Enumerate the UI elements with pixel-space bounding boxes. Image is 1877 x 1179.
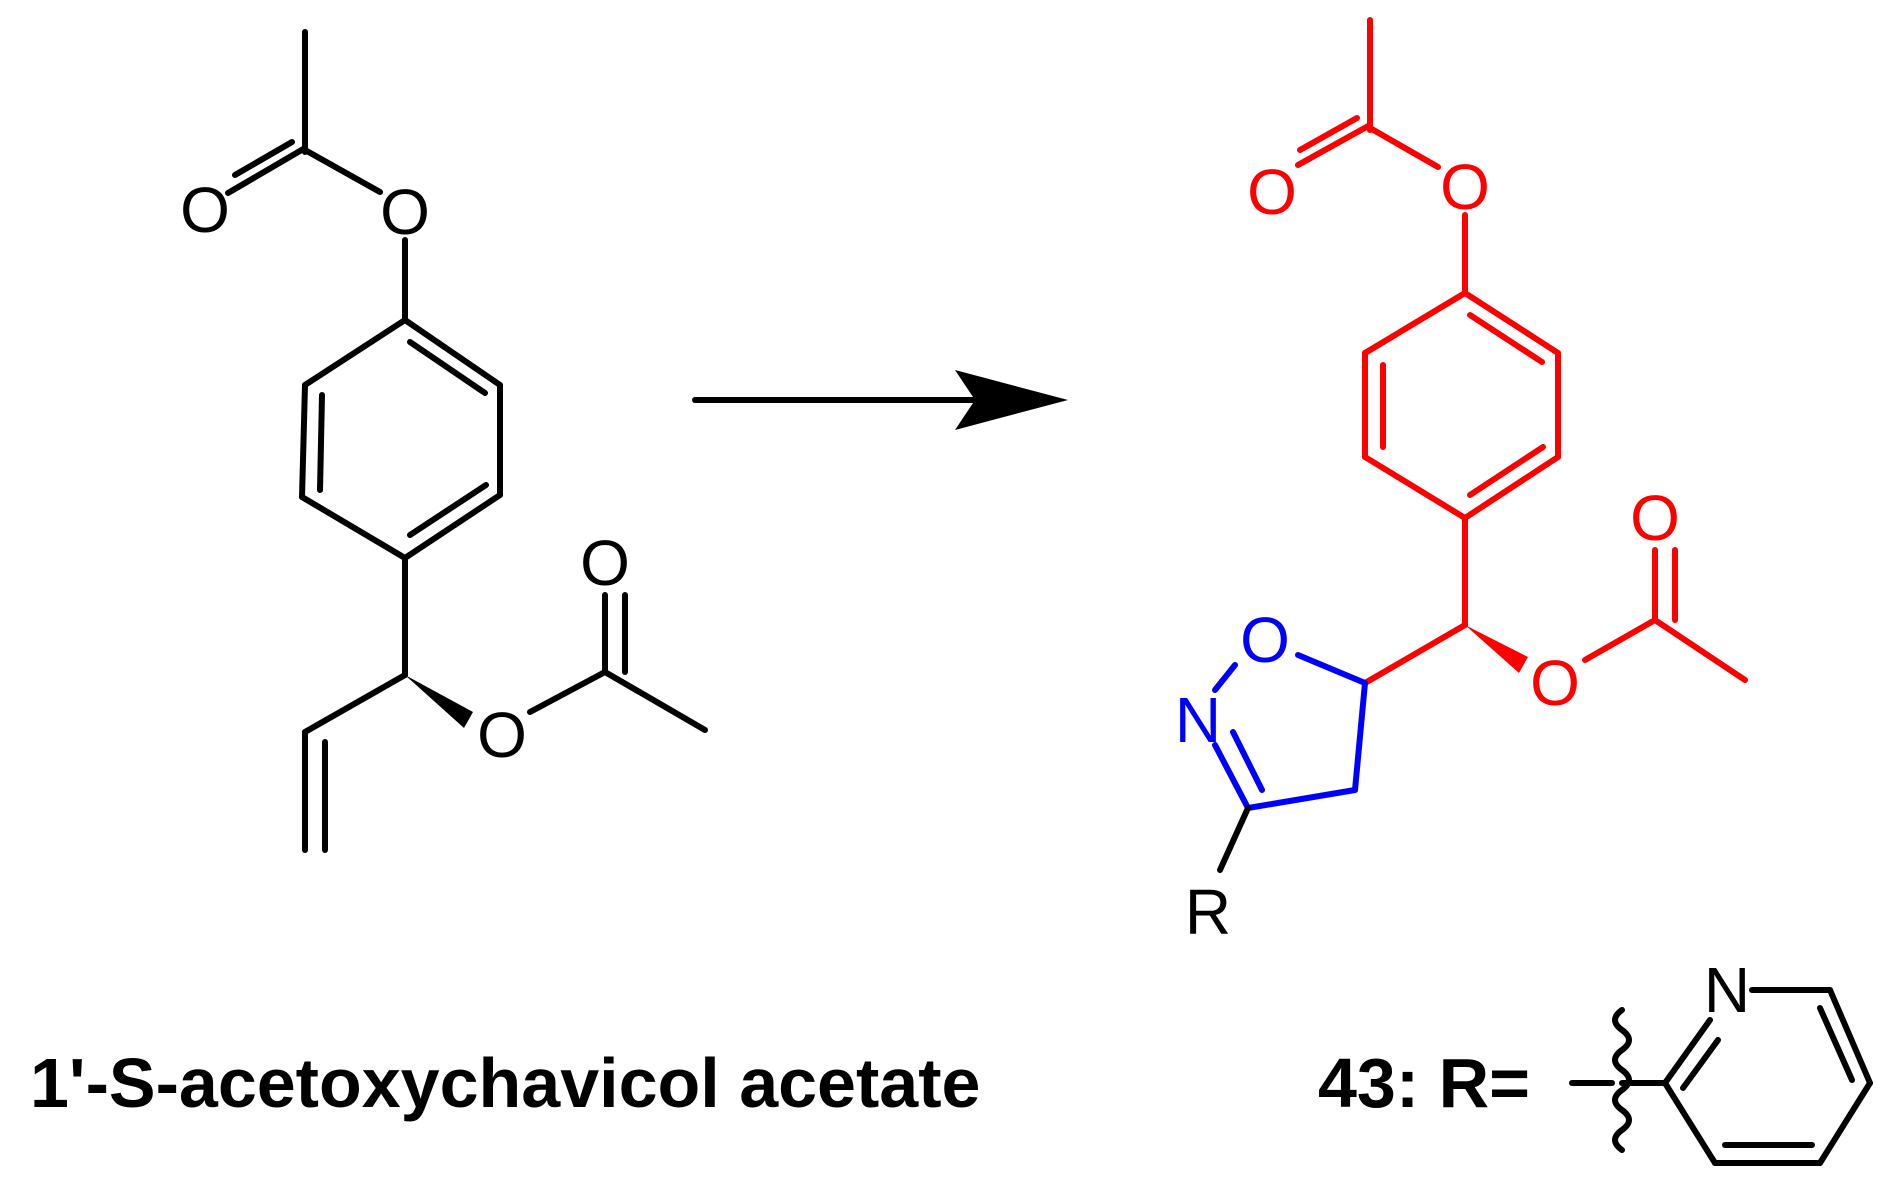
reactant-ring-bond xyxy=(299,382,308,500)
product-ring-bond xyxy=(1362,290,1468,356)
reactant-ring-bond xyxy=(317,392,325,493)
reactant-bond xyxy=(602,669,708,733)
reactant-structure: O O O O xyxy=(180,29,708,853)
product-atom-r: R xyxy=(1185,876,1231,948)
product-wedge-bond xyxy=(1465,625,1528,673)
pyridine-ring-bond xyxy=(1817,1080,1873,1166)
product-caption: 43: R= xyxy=(1318,1044,1530,1122)
product-atom-o: O xyxy=(1240,604,1290,676)
product-structure: O O O O O N R xyxy=(1175,17,1748,948)
product-atom-o: O xyxy=(1530,647,1580,719)
product-isoxazoline-bond xyxy=(1295,652,1368,686)
reactant-ring-bond xyxy=(299,494,408,561)
product-isoxazoline-bond xyxy=(1245,787,1358,811)
reactant-atom-o: O xyxy=(580,527,630,599)
reactant-bond xyxy=(302,672,408,735)
product-atom-o: O xyxy=(1630,482,1680,554)
reactant-wedge-bond xyxy=(405,675,473,728)
product-atom-o: O xyxy=(1247,156,1297,228)
product-bond xyxy=(1652,617,1748,683)
reactant-bond xyxy=(232,139,295,178)
product-atom-n: N xyxy=(1175,684,1221,756)
reactant-ring-bond xyxy=(402,317,503,388)
reactant-ring-bond xyxy=(302,317,408,388)
product-ring-bond xyxy=(1462,454,1561,521)
product-isoxazoline-bond xyxy=(1352,680,1368,793)
product-ring-bond xyxy=(1467,312,1545,365)
pyridine-ring-bond xyxy=(1827,987,1873,1086)
product-bond xyxy=(1582,617,1658,663)
reactant-ring-bond xyxy=(407,339,488,396)
product-ring-bond xyxy=(1362,454,1468,521)
pyridine-ring-bond xyxy=(1680,1037,1721,1091)
pyridine-ring-bond xyxy=(1662,1017,1713,1086)
product-isoxazoline-bond xyxy=(1212,742,1251,811)
pyridine-atom-n: N xyxy=(1704,954,1750,1026)
product-isoxazoline-bond xyxy=(1212,662,1238,693)
reactant-ring-bond xyxy=(402,492,503,561)
pyridine-ring-bond xyxy=(1662,1080,1718,1166)
reactant-atom-o: O xyxy=(380,176,430,248)
product-bond xyxy=(1362,622,1468,686)
product-bond xyxy=(1367,125,1441,170)
pyridyl-substituent: N xyxy=(1569,954,1873,1166)
reactant-caption: 1'-S-acetoxychavicol acetate xyxy=(30,1044,980,1122)
reactant-bond xyxy=(527,669,608,715)
reactant-atom-o: O xyxy=(477,699,527,771)
product-bond xyxy=(1297,115,1360,153)
reactant-bond xyxy=(302,147,383,195)
arrow-head xyxy=(955,370,1068,430)
reactant-ring-bond xyxy=(407,482,489,538)
product-isoxazoline-bond xyxy=(1230,729,1265,793)
reactant-bond xyxy=(225,145,308,196)
product-ring-bond xyxy=(1467,444,1546,498)
product-atom-o: O xyxy=(1440,151,1490,223)
reactant-atom-o: O xyxy=(180,174,230,246)
product-bond xyxy=(1217,805,1251,873)
reaction-arrow xyxy=(692,370,1068,430)
product-bond xyxy=(1295,122,1373,168)
product-ring-bond xyxy=(1462,290,1561,356)
pyridine-ring-bond xyxy=(1817,1005,1855,1083)
